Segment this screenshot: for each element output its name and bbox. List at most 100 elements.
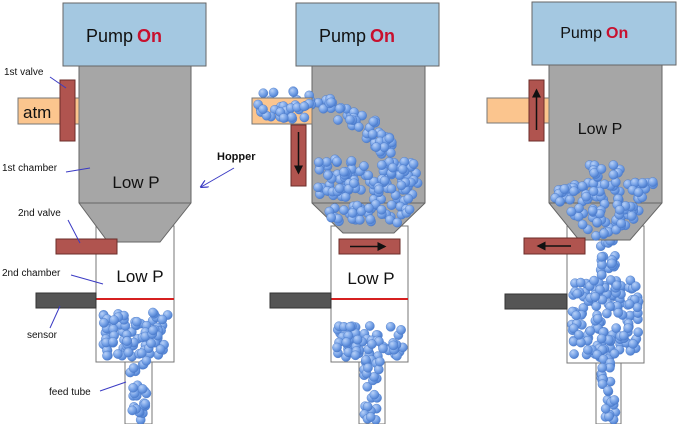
label-second-valve: 2nd valve	[18, 208, 61, 219]
particle	[326, 212, 337, 223]
pump-state: On	[370, 26, 395, 46]
particle	[633, 187, 644, 198]
particle	[608, 169, 619, 180]
particle	[376, 204, 387, 215]
second-valve	[55, 238, 118, 255]
particle	[392, 217, 403, 228]
particle	[396, 325, 406, 335]
balls-hopper-peak	[584, 160, 625, 182]
pump-box	[531, 1, 677, 66]
particle	[258, 104, 268, 115]
particle	[572, 288, 583, 299]
particle	[384, 133, 395, 144]
particle	[286, 112, 297, 122]
pump-label: Pump	[560, 25, 602, 42]
particle	[628, 339, 638, 349]
particle	[591, 301, 602, 312]
particle	[386, 148, 396, 158]
particle	[361, 355, 371, 365]
particle	[334, 103, 345, 114]
label-feed-tube: feed tube	[49, 387, 91, 398]
particle	[128, 363, 139, 373]
particle	[408, 159, 419, 169]
panel-2: Pump On Low P	[251, 2, 440, 424]
particle	[569, 323, 579, 334]
particle	[612, 280, 622, 291]
particle	[603, 385, 613, 396]
particle	[569, 186, 579, 196]
particle	[583, 345, 593, 355]
balls-hopper-pile	[313, 154, 423, 206]
particle	[608, 160, 619, 170]
second-chamber-pressure: Low P	[116, 267, 163, 286]
particle	[146, 338, 156, 349]
sensor	[504, 293, 568, 310]
particle	[606, 275, 616, 285]
particle	[609, 348, 620, 359]
particle	[332, 342, 342, 353]
particle	[326, 97, 336, 108]
particle	[355, 215, 365, 225]
sensor	[269, 292, 332, 309]
particle	[403, 193, 414, 204]
atm-label: atm	[23, 103, 51, 122]
particle	[368, 116, 379, 127]
particle	[596, 269, 607, 280]
particle	[278, 113, 289, 123]
particle	[596, 333, 607, 344]
pump-state: On	[137, 26, 162, 46]
balls-feed-tube	[596, 354, 621, 424]
balls-second-chamber	[98, 307, 173, 362]
particle	[378, 343, 388, 354]
hopper-pressure: Low P	[112, 173, 159, 192]
particle	[128, 382, 138, 393]
particle	[596, 164, 607, 174]
balls-atm-pipe	[253, 98, 314, 124]
particle	[648, 177, 658, 187]
pointer-second-valve	[67, 219, 81, 244]
pointer-feed-tube	[99, 381, 127, 392]
particle	[299, 101, 310, 112]
particle	[585, 326, 596, 336]
particle	[99, 318, 109, 328]
pump-box	[62, 2, 207, 67]
pump-box	[295, 2, 440, 67]
particle	[599, 228, 609, 239]
particle	[373, 364, 384, 375]
balls-second-chamber	[567, 275, 644, 363]
pointer-second-chamber	[70, 274, 104, 285]
particle	[347, 208, 358, 218]
particle	[611, 323, 622, 333]
particle	[148, 307, 158, 318]
particle	[140, 398, 151, 409]
particle	[332, 156, 342, 167]
particle	[364, 321, 375, 331]
particle	[633, 327, 644, 338]
particle	[590, 291, 601, 302]
particle	[157, 314, 168, 325]
pointer-hopper	[201, 167, 235, 187]
particle	[364, 203, 374, 213]
balls-feed-tube	[125, 355, 152, 424]
particle	[268, 87, 279, 98]
particle	[599, 179, 610, 190]
particle	[141, 355, 152, 366]
particle	[611, 224, 621, 235]
particle	[602, 308, 612, 319]
balls-feed-tube	[359, 355, 385, 424]
balls-hopper-funnel	[324, 199, 415, 228]
particle	[592, 217, 603, 228]
particle	[349, 178, 359, 188]
balls-falling-stream	[595, 235, 620, 280]
particle	[626, 211, 637, 221]
particle	[571, 310, 582, 321]
particle	[299, 112, 310, 123]
particle	[587, 205, 598, 216]
first-valve	[59, 79, 76, 142]
sensor	[35, 292, 97, 309]
balls-second-chamber	[332, 321, 408, 362]
particle	[577, 219, 588, 230]
pump-state: On	[606, 25, 628, 42]
panel-1: Pump On atm Low P Low P 1st valve 1st ch…	[2, 2, 256, 424]
pointer-first-chamber	[65, 167, 91, 173]
